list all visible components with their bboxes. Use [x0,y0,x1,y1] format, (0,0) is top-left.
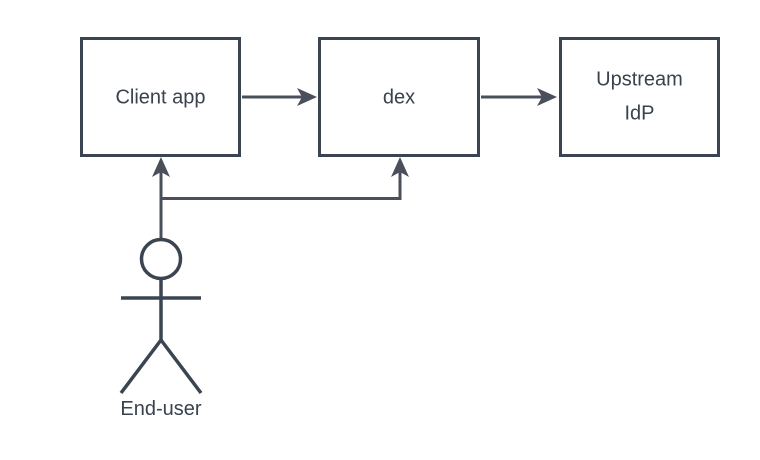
node-dex-label: dex [383,86,415,108]
node-dex[interactable]: dex [318,37,480,157]
node-upstream-idp[interactable]: Upstream IdP [559,37,720,157]
actor-end-user-label: End-user [120,398,201,420]
arrow-head-icon [391,157,409,177]
node-client-app-box[interactable] [80,37,241,157]
node-client-app-label: Client app [115,86,205,108]
arrow-head-icon [537,88,557,106]
node-upstream-idp-label-line2: IdP [624,102,654,124]
node-client-app[interactable]: Client app [80,37,241,157]
edge-end-user-to-client-app [152,157,170,239]
edge-dex-to-upstream-idp [481,88,557,106]
actor-head-icon [139,237,183,281]
node-upstream-idp-box[interactable] [559,37,720,157]
actor-leg-left [119,338,163,395]
edge-end-user-to-dex [161,157,409,200]
arrow-head-icon [297,88,317,106]
edge-client-app-to-dex [242,88,317,106]
actor-leg-right [159,338,203,395]
node-dex-box[interactable] [318,37,480,157]
node-upstream-idp-label-line1: Upstream [596,68,683,90]
actor-end-user[interactable]: End-user [119,237,203,421]
arrow-head-icon [152,157,170,177]
